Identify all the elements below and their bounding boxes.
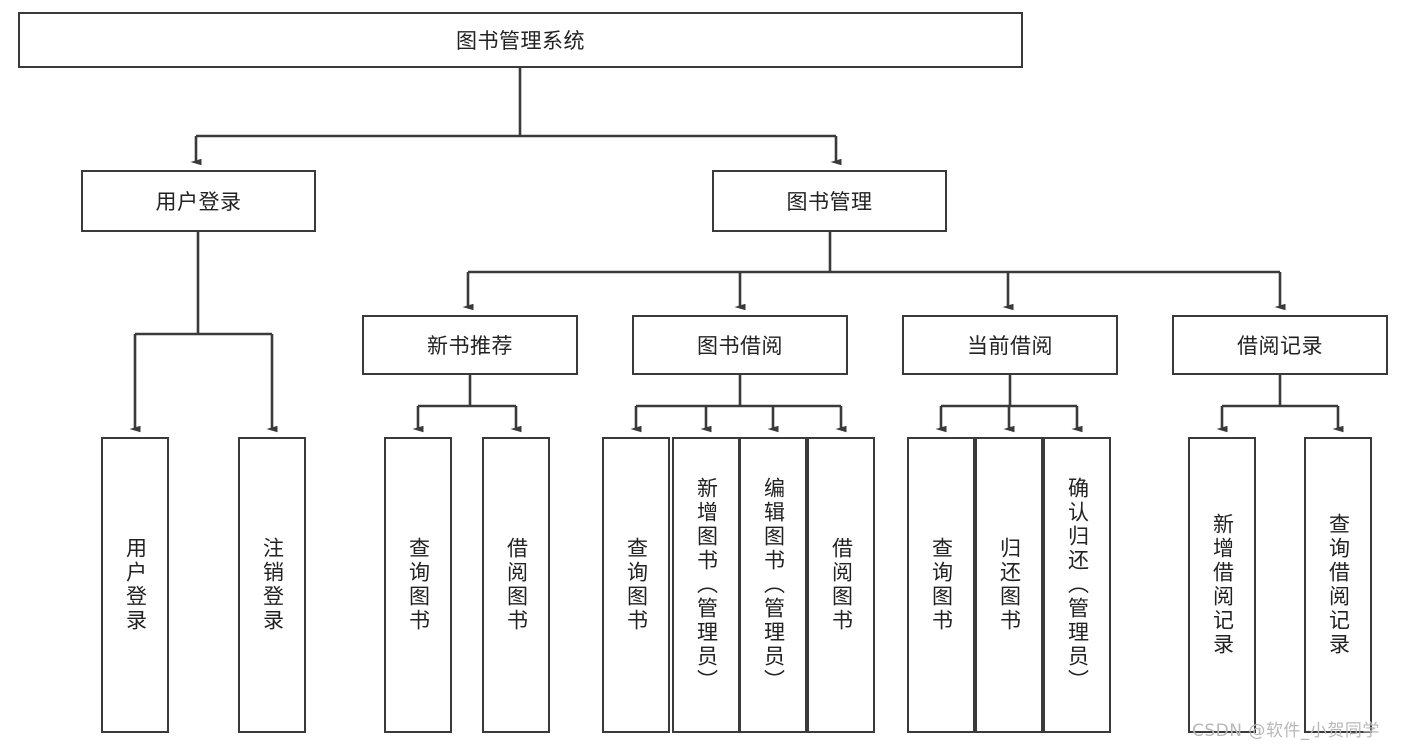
leaf-add-borrow-record[interactable]: 新增借阅记录	[1188, 437, 1256, 733]
leaf-return-book[interactable]: 归还图书	[975, 437, 1043, 733]
watermark: CSDN @软件_小贺同学	[1192, 721, 1380, 741]
leaf-query-borrow-record[interactable]: 查询借阅记录	[1304, 437, 1372, 733]
node-label: 图书管理	[786, 190, 873, 214]
node-label: 查询图书	[624, 537, 649, 633]
node-user-login[interactable]: 用户登录	[81, 170, 316, 232]
node-new-book-recommend[interactable]: 新书推荐	[362, 315, 578, 375]
leaf-logout[interactable]: 注销登录	[238, 437, 306, 733]
node-label: 用户登录	[123, 537, 148, 633]
node-label: 用户登录	[155, 190, 242, 214]
node-label: 新增借阅记录	[1210, 513, 1235, 657]
node-label: 编辑图书（管理员）	[761, 477, 786, 693]
node-borrow-record[interactable]: 借阅记录	[1172, 315, 1388, 375]
node-book-management[interactable]: 图书管理	[712, 170, 947, 232]
node-label: 借阅记录	[1237, 334, 1323, 358]
leaf-edit-book-admin[interactable]: 编辑图书（管理员）	[739, 437, 807, 733]
node-label: 查询图书	[929, 537, 954, 633]
node-label: 查询图书	[406, 537, 431, 633]
node-label: 确认归还（管理员）	[1065, 477, 1090, 693]
node-label: 图书管理系统	[456, 29, 585, 53]
leaf-add-book-admin[interactable]: 新增图书（管理员）	[672, 437, 740, 733]
node-label: 归还图书	[997, 537, 1022, 633]
node-label: 新增图书（管理员）	[694, 477, 719, 693]
node-root-system[interactable]: 图书管理系统	[18, 12, 1023, 68]
node-label: 新书推荐	[427, 334, 513, 358]
node-label: 注销登录	[260, 537, 285, 633]
leaf-query-book-recommend[interactable]: 查询图书	[384, 437, 452, 733]
leaf-query-book-borrow[interactable]: 查询图书	[602, 437, 670, 733]
node-label: 借阅图书	[829, 537, 854, 633]
leaf-query-book-current[interactable]: 查询图书	[907, 437, 975, 733]
node-label: 查询借阅记录	[1326, 513, 1351, 657]
node-current-borrow[interactable]: 当前借阅	[902, 315, 1118, 375]
leaf-user-login[interactable]: 用户登录	[101, 437, 169, 733]
leaf-confirm-return-admin[interactable]: 确认归还（管理员）	[1043, 437, 1111, 733]
node-label: 当前借阅	[967, 334, 1053, 358]
node-label: 图书借阅	[697, 334, 783, 358]
node-label: 借阅图书	[504, 537, 529, 633]
leaf-borrow-book[interactable]: 借阅图书	[807, 437, 875, 733]
leaf-borrow-book-recommend[interactable]: 借阅图书	[482, 437, 550, 733]
node-book-borrow[interactable]: 图书借阅	[632, 315, 848, 375]
